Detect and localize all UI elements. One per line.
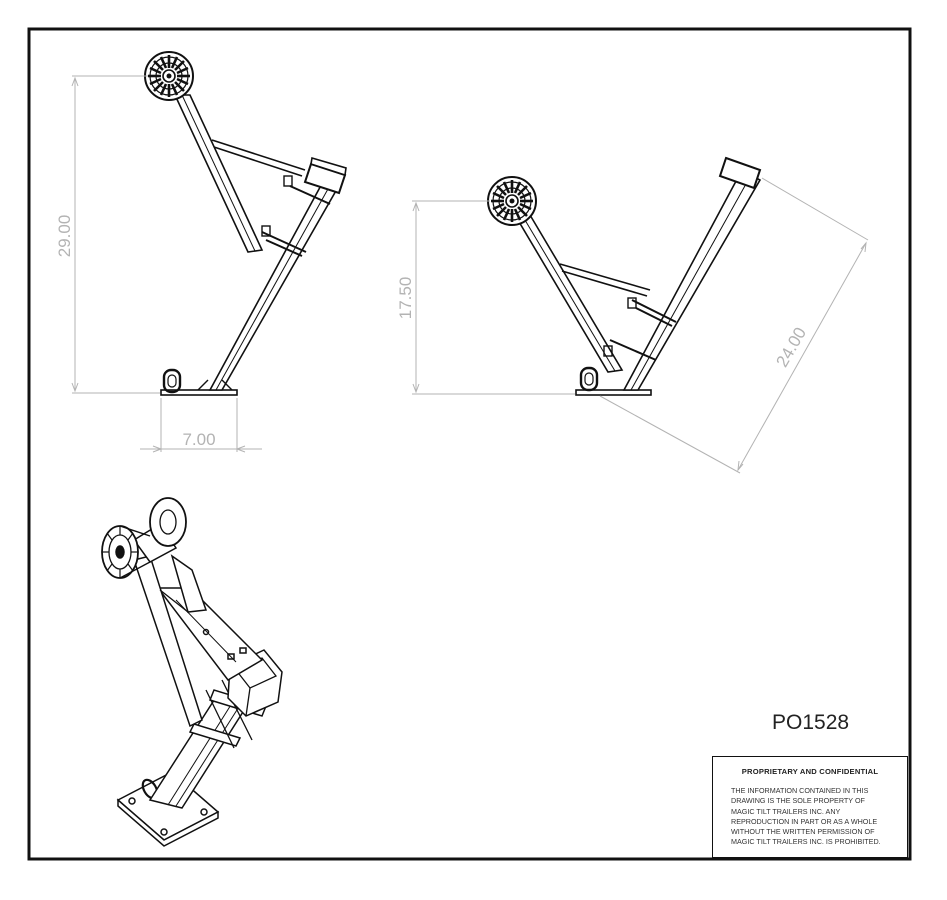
dim-tube-length: 24.00 [772, 324, 810, 370]
iso-side-arm [133, 555, 203, 728]
iso-arm-plate [156, 587, 264, 681]
front-roller [143, 50, 195, 102]
part-number: PO1528 [772, 711, 850, 734]
notice-line: REPRODUCTION IN PART OR AS A WHOLE [731, 816, 878, 826]
side-dimensions [412, 177, 869, 474]
dim-front-height: 29.00 [55, 215, 74, 258]
side-view [513, 156, 762, 396]
eye-loop [162, 368, 182, 394]
title-block: PROPRIETARY AND CONFIDENTIAL THE INFORMA… [712, 756, 908, 858]
notice-line: THE INFORMATION CONTAINED IN THIS [731, 786, 869, 795]
notice-line: WITHOUT THE WRITTEN PERMISSION OF [731, 827, 875, 837]
sheet-border [27, 27, 912, 861]
isometric-view [101, 497, 283, 847]
title-block-notice: THE INFORMATION CONTAINED IN THIS DRAWIN… [731, 786, 903, 848]
front-dimensions [71, 75, 262, 453]
dim-base-width: 7.00 [182, 430, 215, 449]
dim-side-height: 17.50 [396, 277, 415, 320]
notice-line: DRAWING IS THE SOLE PROPERTY OF [731, 796, 865, 806]
notice-line: MAGIC TILT TRAILERS INC. ANY [731, 806, 841, 816]
title-block-heading: PROPRIETARY AND CONFIDENTIAL [741, 767, 879, 776]
base-plate [160, 389, 238, 396]
side-base-plate [575, 389, 652, 396]
notice-line: MAGIC TILT TRAILERS INC. IS PROHIBITED. [731, 837, 881, 847]
front-view [160, 94, 347, 396]
side-roller [486, 175, 538, 227]
